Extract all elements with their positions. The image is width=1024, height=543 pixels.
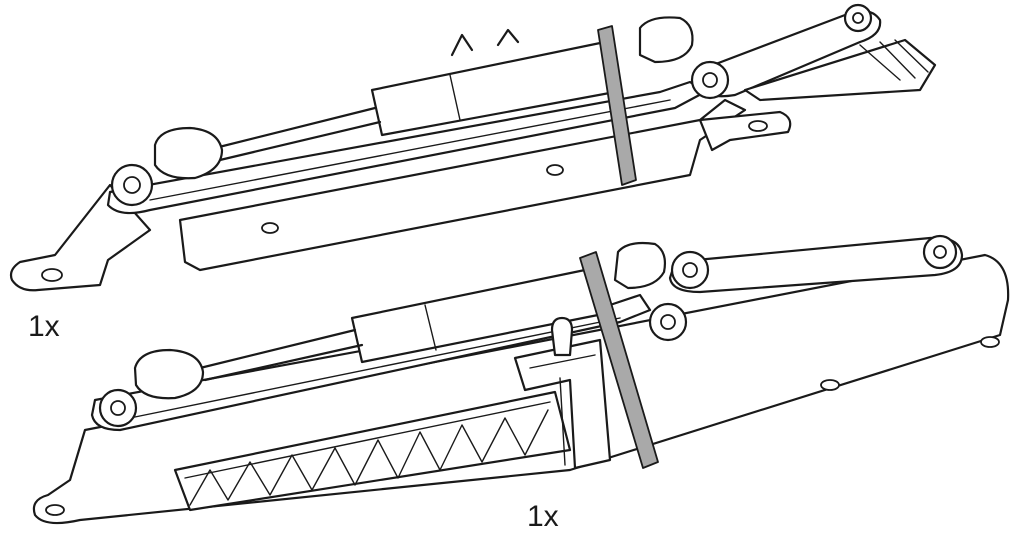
bottom-hinge-mechanism (32, 234, 1010, 525)
top-hinge-base-hole (261, 222, 279, 234)
top-hinge-top-mount (450, 33, 474, 57)
top-hinge-fin-stack (743, 38, 937, 102)
bottom-hinge-gas-spring-rear-cap (133, 348, 205, 400)
bottom-hinge-accordion-zigzag (189, 409, 549, 506)
bottom-hinge-peg (550, 316, 574, 357)
bottom-hinge-retaining-band (579, 251, 659, 469)
quantity-label-bottom: 1x (527, 500, 559, 533)
top-hinge-bracket-hole (41, 268, 63, 282)
top-hinge-gas-spring-rod (213, 106, 377, 150)
bottom-hinge-base-hole-mid (820, 379, 840, 391)
top-hinge-base-hole-2 (546, 164, 564, 176)
top-hinge-gas-spring-rear-cap (153, 126, 224, 180)
bottom-hinge-gas-spring-rod (198, 328, 357, 370)
top-hinge-mechanism (9, 3, 937, 292)
top-hinge-base-plate (178, 98, 747, 272)
bottom-hinge-gas-spring-front-cap (613, 241, 667, 290)
bottom-hinge-u-clamp (513, 338, 612, 470)
top-hinge-front-bracket-hole (748, 120, 768, 132)
bottom-hinge-base-hole-left (45, 504, 65, 516)
bottom-hinge-base-hole-right (980, 336, 1000, 348)
top-hinge-gas-spring-front-cap (638, 16, 694, 64)
top-hinge-front-bracket (698, 110, 792, 152)
quantity-label-top: 1x (28, 310, 60, 343)
top-hinge-retaining-band (597, 25, 637, 186)
